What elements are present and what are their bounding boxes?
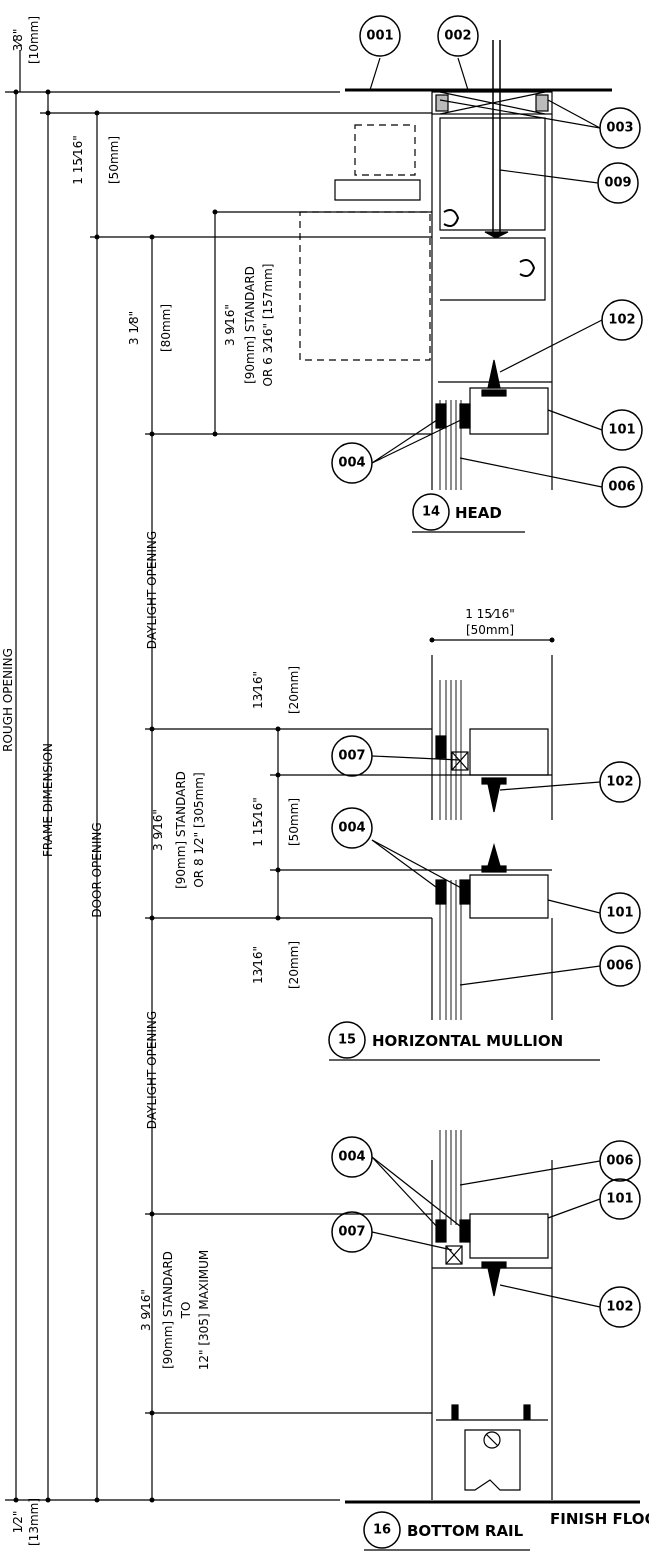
callout-101-bottom: 101 [606,1192,633,1207]
daylight-opening-label-upper: DAYLIGHT OPENING [145,531,159,649]
section-title-bottom: BOTTOM RAIL [407,1522,524,1540]
callout-101-mullion: 101 [606,906,633,921]
rough-opening-label: ROUGH OPENING [1,648,15,752]
bottom-rail-section-detail [431,1130,553,1500]
dim-mullion-13-16-top: 13⁄16" [251,671,265,709]
dim-bottom-1-2: 1⁄2" [11,1511,25,1534]
callout-102-head: 102 [608,313,635,328]
door-opening-label: DOOR OPENING [90,822,104,917]
callout-004-bottom: 004 [338,1150,365,1165]
callout-004-head: 004 [338,456,365,471]
head-section-detail [299,40,553,490]
section-number-head: 14 [422,505,440,520]
callout-101-head: 101 [608,423,635,438]
section-title-head: HEAD [455,504,502,522]
dim-top-3-8: 3⁄8" [11,29,25,52]
section-title-mullion: HORIZONTAL MULLION [372,1032,563,1050]
dim-bottom-to: TO [179,1302,193,1320]
dim-head-3-1-8: 3 1⁄8" [127,311,141,345]
dim-mullion-3-9-16: 3 9⁄16" [151,809,165,851]
callout-004-mullion: 004 [338,821,365,836]
mullion-width-dim: 1 15⁄16" [465,607,515,621]
callout-001: 001 [366,29,393,44]
dim-mullion-or: OR 8 1⁄2" [305mm] [192,772,206,887]
dim-top-10mm: [10mm] [27,16,41,64]
dim-head-80mm: [80mm] [159,304,173,352]
dim-head-or: OR 6 3⁄16" [157mm] [261,264,275,387]
section-number-bottom: 16 [373,1523,391,1538]
dim-mullion-1-15-16: 1 15⁄16" [251,797,265,847]
callout-007-mullion: 007 [338,749,365,764]
callout-009: 009 [604,176,631,191]
finish-floor-label: FINISH FLOOR [550,1510,649,1528]
dim-bottom-standard: [90mm] STANDARD [161,1251,175,1369]
mullion-section-detail [431,655,553,1020]
callout-002: 002 [444,29,471,44]
callout-007-bottom: 007 [338,1225,365,1240]
mullion-width-mm: [50mm] [466,623,514,637]
dim-head-1-15-16: 1 15⁄16" [71,135,85,185]
dim-bottom-3-9-16: 3 9⁄16" [139,1289,153,1331]
dim-bottom-maximum: 12" [305] MAXIMUM [197,1250,211,1371]
dim-mullion-20mm-bottom: [20mm] [287,941,301,989]
callout-102-bottom: 102 [606,1300,633,1315]
dim-mullion-20mm-top: [20mm] [287,666,301,714]
dim-bottom-13mm: [13mm] [27,1498,41,1546]
section-number-mullion: 15 [338,1033,356,1048]
dim-head-3-9-16: 3 9⁄16" [223,304,237,346]
callout-102-mullion: 102 [606,775,633,790]
callout-003: 003 [606,121,633,136]
callout-006-mullion: 006 [606,959,633,974]
dim-mullion-13-16-bottom: 13⁄16" [251,946,265,984]
dim-mullion-standard: [90mm] STANDARD [174,771,188,889]
callout-006-head: 006 [608,480,635,495]
dim-mullion-50mm: [50mm] [287,798,301,846]
frame-dimension-label: FRAME DIMENSION [41,743,55,857]
dim-head-standard: [90mm] STANDARD [243,266,257,384]
dim-head-50mm: [50mm] [107,136,121,184]
daylight-opening-label-lower: DAYLIGHT OPENING [145,1011,159,1129]
callout-006-bottom: 006 [606,1154,633,1169]
